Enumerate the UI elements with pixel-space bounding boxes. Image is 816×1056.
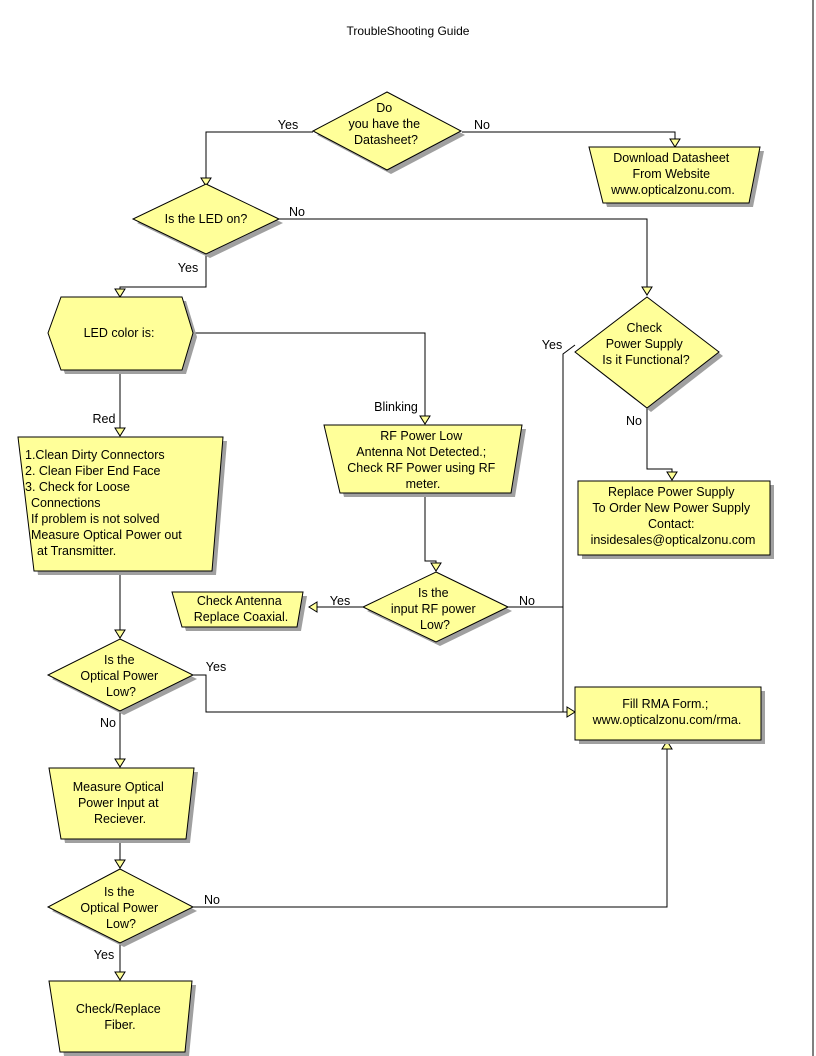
edge-label-datasheet-no: No — [474, 118, 490, 132]
node-text-rf-low: RF Power Low Antenna Not Detected.; Chec… — [347, 429, 498, 491]
process-rf-power-low — [323, 424, 526, 497]
node-text-led-color: LED color is: — [84, 326, 155, 340]
process-check-fiber — [48, 980, 196, 1056]
node-text-download: Download Datasheet From Website www.opti… — [610, 151, 735, 197]
process-measure-receiver — [48, 767, 198, 843]
node-text-optical-low-q2: Is the Optical Power Low? — [80, 885, 161, 931]
edge-label-ps-no: No — [626, 414, 642, 428]
arrowhead-left — [308, 601, 318, 613]
arrowhead-down — [114, 427, 126, 437]
connector-ps-no — [646, 408, 673, 475]
node-text-led-on-q: Is the LED on? — [165, 212, 248, 226]
edge-labels: Yes No No Yes Yes No Red Blinking Yes No… — [93, 118, 643, 962]
arrowhead-down — [669, 138, 681, 148]
process-rma-form — [574, 686, 765, 744]
connector-led-on-no — [279, 218, 648, 292]
arrowhead-down — [430, 562, 442, 572]
process-check-antenna — [171, 591, 307, 631]
edge-label-ps-yes: Yes — [542, 338, 562, 352]
connector-rf-to-question — [424, 493, 437, 566]
node-text-check-ps-q: Check Power Supply Is it Functional? — [602, 321, 690, 367]
decision-rf-power-low — [361, 571, 512, 646]
process-replace-power-supply — [577, 480, 774, 559]
connector-optical2-no — [193, 745, 668, 908]
node-labels: Do you have the Datasheet? Download Data… — [25, 101, 755, 1032]
connector-ps-yes — [562, 344, 576, 712]
edge-label-rf-yes: Yes — [330, 594, 350, 608]
edge-label-datasheet-yes: Yes — [278, 118, 298, 132]
arrowhead-down — [200, 177, 212, 187]
edge-label-rf-no: No — [519, 594, 535, 608]
arrowhead-down — [666, 471, 678, 481]
edge-label-optical1-no: No — [100, 716, 116, 730]
decision-led-color — [47, 296, 197, 374]
decision-optical-power-low-2 — [46, 868, 197, 947]
connector-led-color-blinking — [193, 332, 426, 421]
arrowhead-down — [114, 971, 126, 981]
node-text-datasheet-q: Do you have the Datasheet? — [348, 101, 423, 147]
arrowhead-down — [641, 286, 653, 296]
page-title: TroubleShooting Guide — [347, 24, 470, 38]
decision-power-supply — [574, 296, 723, 412]
arrowhead-up — [661, 740, 673, 750]
connectors — [119, 131, 676, 975]
edge-label-optical1-yes: Yes — [206, 660, 226, 674]
edge-label-optical2-yes: Yes — [94, 948, 114, 962]
decision-led-on — [131, 183, 283, 258]
node-text-measure-rx: Measure Optical Power Input at Reciever. — [73, 780, 168, 826]
process-download-datasheet — [588, 146, 764, 207]
arrowhead-right — [566, 706, 576, 718]
node-text-rf-low-q: Is the input RF power Low? — [391, 586, 479, 632]
arrowhead-down — [114, 758, 126, 768]
connector-optical1-yes — [193, 674, 569, 713]
node-text-optical-low-q1: Is the Optical Power Low? — [80, 653, 161, 699]
edge-label-optical2-no: No — [204, 893, 220, 907]
arrowhead-down — [114, 288, 126, 298]
node-text-replace-ps: Replace Power Supply To Order New Power … — [591, 485, 756, 547]
arrowhead-down — [419, 415, 431, 425]
connector-datasheet-yes — [205, 131, 313, 183]
arrowhead-down — [114, 859, 126, 869]
edge-label-color-red: Red — [93, 412, 116, 426]
node-text-rma: Fill RMA Form.; www.opticalzonu.com/rma. — [592, 697, 742, 727]
decision-datasheet — [311, 91, 465, 174]
arrowhead-down — [114, 629, 126, 639]
edge-label-color-blinking: Blinking — [374, 400, 418, 414]
arrowheads — [114, 138, 681, 981]
connector-datasheet-no — [462, 131, 676, 144]
node-text-clean: 1.Clean Dirty Connectors 2. Clean Fiber … — [25, 448, 185, 558]
edge-label-led-on-no: No — [289, 205, 305, 219]
process-clean-connectors — [17, 436, 227, 575]
node-text-check-antenna: Check Antenna Replace Coaxial. — [194, 594, 289, 624]
edge-label-led-on-yes: Yes — [178, 261, 198, 275]
decision-optical-power-low-1 — [46, 638, 197, 715]
node-text-check-fiber: Check/Replace Fiber. — [76, 1002, 164, 1032]
